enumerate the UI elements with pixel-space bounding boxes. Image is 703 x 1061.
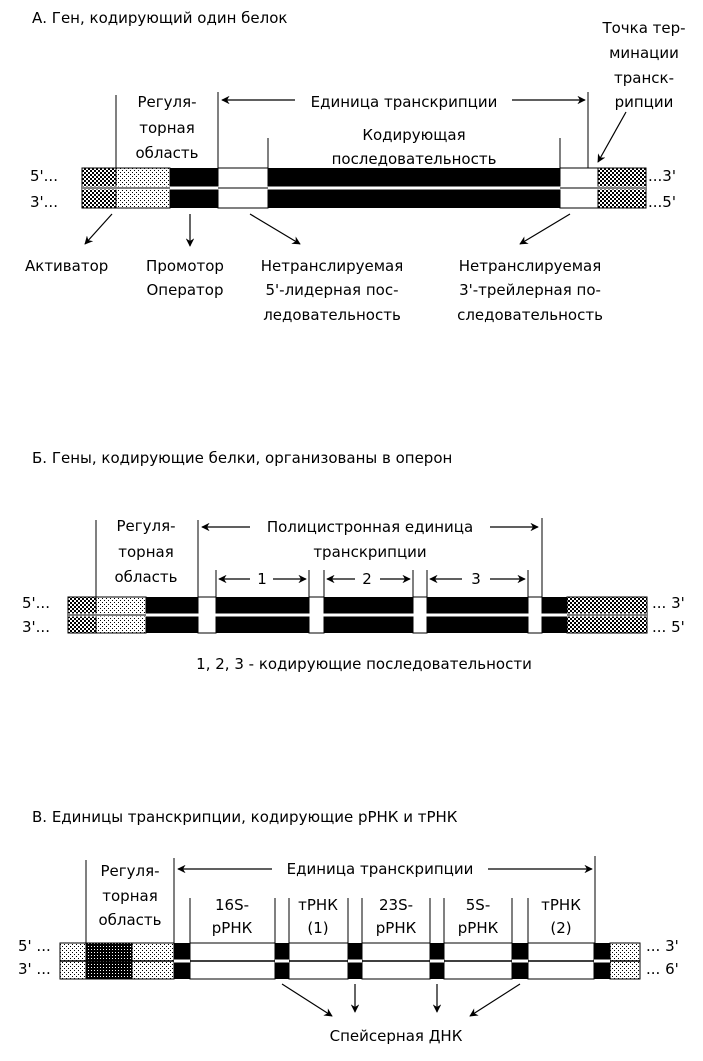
gene-3-label: 3 xyxy=(471,570,481,588)
polycistronic-line2: транскрипции xyxy=(313,543,427,561)
operator-label: Оператор xyxy=(146,281,224,299)
coding-seq-line2: последовательность xyxy=(331,150,497,168)
operon-b-leaders xyxy=(95,518,543,597)
polycistronic-line1: Полицистронная единица xyxy=(266,518,474,536)
reg-region-b-line1: Регуля- xyxy=(116,517,176,535)
rna-23s-line2: рРНК xyxy=(375,919,417,937)
strand-end-5-top-b: 5'... xyxy=(22,594,50,612)
reg-region-c-line3: область xyxy=(98,911,162,929)
leader-line1: Нетранслируемая xyxy=(260,257,404,275)
arrow-icon xyxy=(177,864,593,1017)
termination-line1: Точка тер- xyxy=(602,19,686,37)
strand-end-3-bottom-a: 3'... xyxy=(30,193,58,211)
reg-region-a-line2: торная xyxy=(139,119,195,137)
gene-a-leaders xyxy=(115,92,589,168)
section-c-heading: В. Единицы транскрипции, кодирующие рРНК… xyxy=(32,808,458,826)
strand-end-3-top-a: ...3' xyxy=(648,167,676,185)
leader-line2: 5'-лидерная пос- xyxy=(265,281,399,299)
strand-end-3-bottom-c: 3' ... xyxy=(18,960,51,978)
reg-region-a-line3: область xyxy=(135,144,199,162)
strand-end-6-bottom-c: ... 6' xyxy=(646,960,679,978)
trna-1-line2: (1) xyxy=(307,919,329,937)
termination-line3: транск- xyxy=(614,69,674,87)
rna-5s-line2: рРНК xyxy=(457,919,499,937)
strand-end-5-top-a: 5'... xyxy=(30,167,58,185)
rna-5s-line1: 5S- xyxy=(465,896,491,914)
leader-line3: ледовательность xyxy=(263,306,401,324)
strand-end-5-top-c: 5' ... xyxy=(18,937,51,955)
activator-label: Активатор xyxy=(25,257,109,275)
strand-end-5-bottom-b: ... 5' xyxy=(652,618,685,636)
gene-1-label: 1 xyxy=(257,570,267,588)
rrna-c-leaders xyxy=(85,856,596,943)
gene-a-dna xyxy=(81,167,647,209)
arrow-icon xyxy=(84,95,627,247)
trailer-line1: Нетранслируемая xyxy=(458,257,602,275)
rna-16s-line2: рРНК xyxy=(211,919,253,937)
reg-region-b-line2: торная xyxy=(118,543,174,561)
promoter-label: Промотор xyxy=(146,257,224,275)
strand-end-3-top-b: ... 3' xyxy=(652,594,685,612)
reg-region-b-line3: область xyxy=(114,568,178,586)
reg-region-c-line2: торная xyxy=(102,887,158,905)
trna-2-line2: (2) xyxy=(550,919,572,937)
section-a-heading: А. Ген, кодирующий один белок xyxy=(32,9,288,27)
transcription-unit-c: Единица транскрипции xyxy=(286,860,474,878)
strand-end-5-bottom-a: ...5' xyxy=(648,193,676,211)
trna-1-line1: тРНК xyxy=(298,896,338,914)
arrow-icon xyxy=(201,522,539,584)
trna-2-line1: тРНК xyxy=(541,896,581,914)
rrna-c-dna xyxy=(59,942,641,980)
trailer-line3: следовательность xyxy=(457,306,603,324)
transcription-unit-a: Единица транскрипции xyxy=(310,93,498,111)
strand-end-3-top-c: ... 3' xyxy=(646,937,679,955)
operon-caption: 1, 2, 3 - кодирующие последовательности xyxy=(196,655,532,673)
trailer-line2: 3'-трейлерная по- xyxy=(459,281,601,299)
spacer-dna-label: Спейсерная ДНК xyxy=(329,1027,463,1045)
rna-23s-line1: 23S- xyxy=(378,896,414,914)
termination-line2: минации xyxy=(609,44,679,62)
operon-b-dna xyxy=(67,596,648,634)
strand-end-3-bottom-b: 3'... xyxy=(22,618,50,636)
coding-seq-line1: Кодирующая xyxy=(362,126,466,144)
reg-region-c-line1: Регуля- xyxy=(100,862,160,880)
termination-line4: рипции xyxy=(614,93,674,111)
gene-2-label: 2 xyxy=(362,570,372,588)
rna-16s-line1: 16S- xyxy=(214,896,250,914)
reg-region-a-line1: Регуля- xyxy=(137,93,197,111)
section-b-heading: Б. Гены, кодирующие белки, организованы … xyxy=(32,449,453,467)
